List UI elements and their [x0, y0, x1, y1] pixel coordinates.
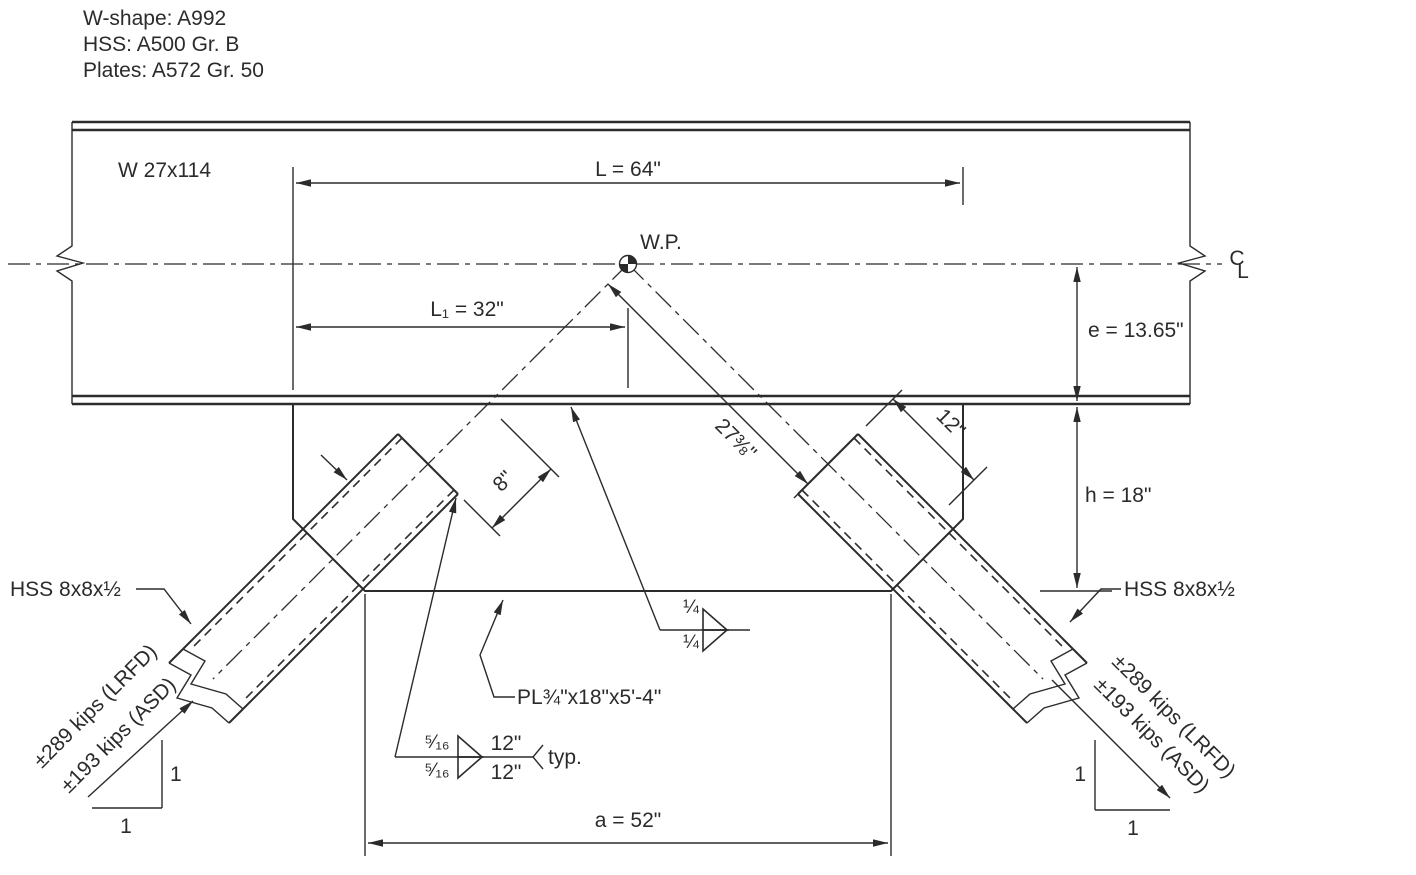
dimension-brace-width-label: 8" [489, 467, 519, 497]
note-hss: HSS: A500 Gr. B [83, 33, 239, 56]
dimension-e-label: e = 13.65" [1088, 319, 1184, 342]
left-slope-run: 1 [120, 815, 132, 838]
dimension-setback-label: 27⅜" [710, 414, 760, 464]
weld-brace-length-bottom: 12" [491, 761, 522, 784]
centerline-symbol: C L [1229, 247, 1248, 283]
dimension-L1: L₁ = 32" [296, 298, 629, 388]
weld-typ-note: typ. [548, 746, 582, 769]
beam-break-right [1176, 122, 1207, 404]
dimension-setback: 27⅜" [607, 283, 823, 499]
right-brace-label: HSS 8x8x½ [1124, 578, 1235, 601]
gusset-plate-label: PL¾"x18"x5'-4" [517, 686, 661, 709]
weld-flange-size-bottom: ¼ [683, 632, 700, 653]
weld-brace-length-top: 12" [491, 732, 522, 755]
right-brace [627, 263, 1088, 724]
weld-symbol-flange: ¼ ¼ [570, 406, 750, 653]
left-brace-break [182, 648, 244, 710]
fillet-weld-icon [702, 607, 730, 631]
right-brace-break [1012, 648, 1074, 710]
fillet-weld-icon [457, 734, 485, 758]
typ-bracket [532, 744, 544, 770]
left-brace-label: HSS 8x8x½ [10, 578, 121, 601]
work-point-label: W.P. [640, 231, 682, 254]
right-slope-triangle: 1 1 [1074, 740, 1170, 840]
weld-symbol-brace: ⁵⁄₁₆ ⁵⁄₁₆ 12" 12" typ. [394, 497, 582, 784]
beam-break-left [55, 122, 86, 404]
left-brace-centerline [212, 263, 629, 680]
dimension-L1-label: L₁ = 32" [430, 298, 504, 321]
left-brace-callout: HSS 8x8x½ ±289 kips (LRFD) ±193 kips (AS… [10, 578, 194, 838]
left-load-arrow [87, 700, 194, 798]
weld-flange-size-top: ¼ [683, 597, 700, 618]
note-plates: Plates: A572 Gr. 50 [83, 59, 264, 82]
gusset-label-group: PL¾"x18"x5'-4" [479, 599, 661, 709]
dimension-a-label: a = 52" [595, 809, 661, 832]
dimension-e: e = 13.65" [1073, 267, 1184, 401]
dimension-L-label: L = 64" [595, 158, 661, 181]
weld-brace-size-bottom: ⁵⁄₁₆ [424, 760, 449, 781]
fillet-weld-icon [457, 756, 485, 780]
note-wshape: W-shape: A992 [83, 7, 226, 30]
left-slope-triangle: 1 1 [92, 740, 182, 838]
right-brace-callout: HSS 8x8x½ ±289 kips (LRFD) ±193 kips (AS… [1051, 578, 1240, 840]
right-load-arrow [1051, 679, 1171, 799]
dimension-h-label: h = 18" [1085, 484, 1151, 507]
dimension-a: a = 52" [364, 594, 892, 856]
material-notes: W-shape: A992 HSS: A500 Gr. B Plates: A5… [83, 7, 264, 82]
dimension-brace-width: 8" [463, 418, 560, 537]
dimension-L: L = 64" [292, 158, 964, 390]
right-slope-rise: 1 [1074, 763, 1086, 786]
fillet-weld-icon [702, 629, 730, 653]
left-slope-rise: 1 [170, 763, 182, 786]
centerline-symbol-c: C [1229, 247, 1244, 270]
work-point-symbol [618, 254, 638, 274]
brace-wall-pointer [320, 454, 348, 481]
dimension-overlap: 12" [865, 389, 988, 506]
gusset-plate-outline [292, 404, 964, 592]
weld-brace-size-top: ⁵⁄₁₆ [424, 732, 449, 753]
beam-label: W 27x114 [118, 159, 211, 182]
centerline-symbol-l: L [1237, 260, 1249, 283]
dimension-h: h = 18" [1040, 407, 1151, 592]
right-slope-run: 1 [1127, 817, 1139, 840]
left-brace [168, 263, 629, 724]
